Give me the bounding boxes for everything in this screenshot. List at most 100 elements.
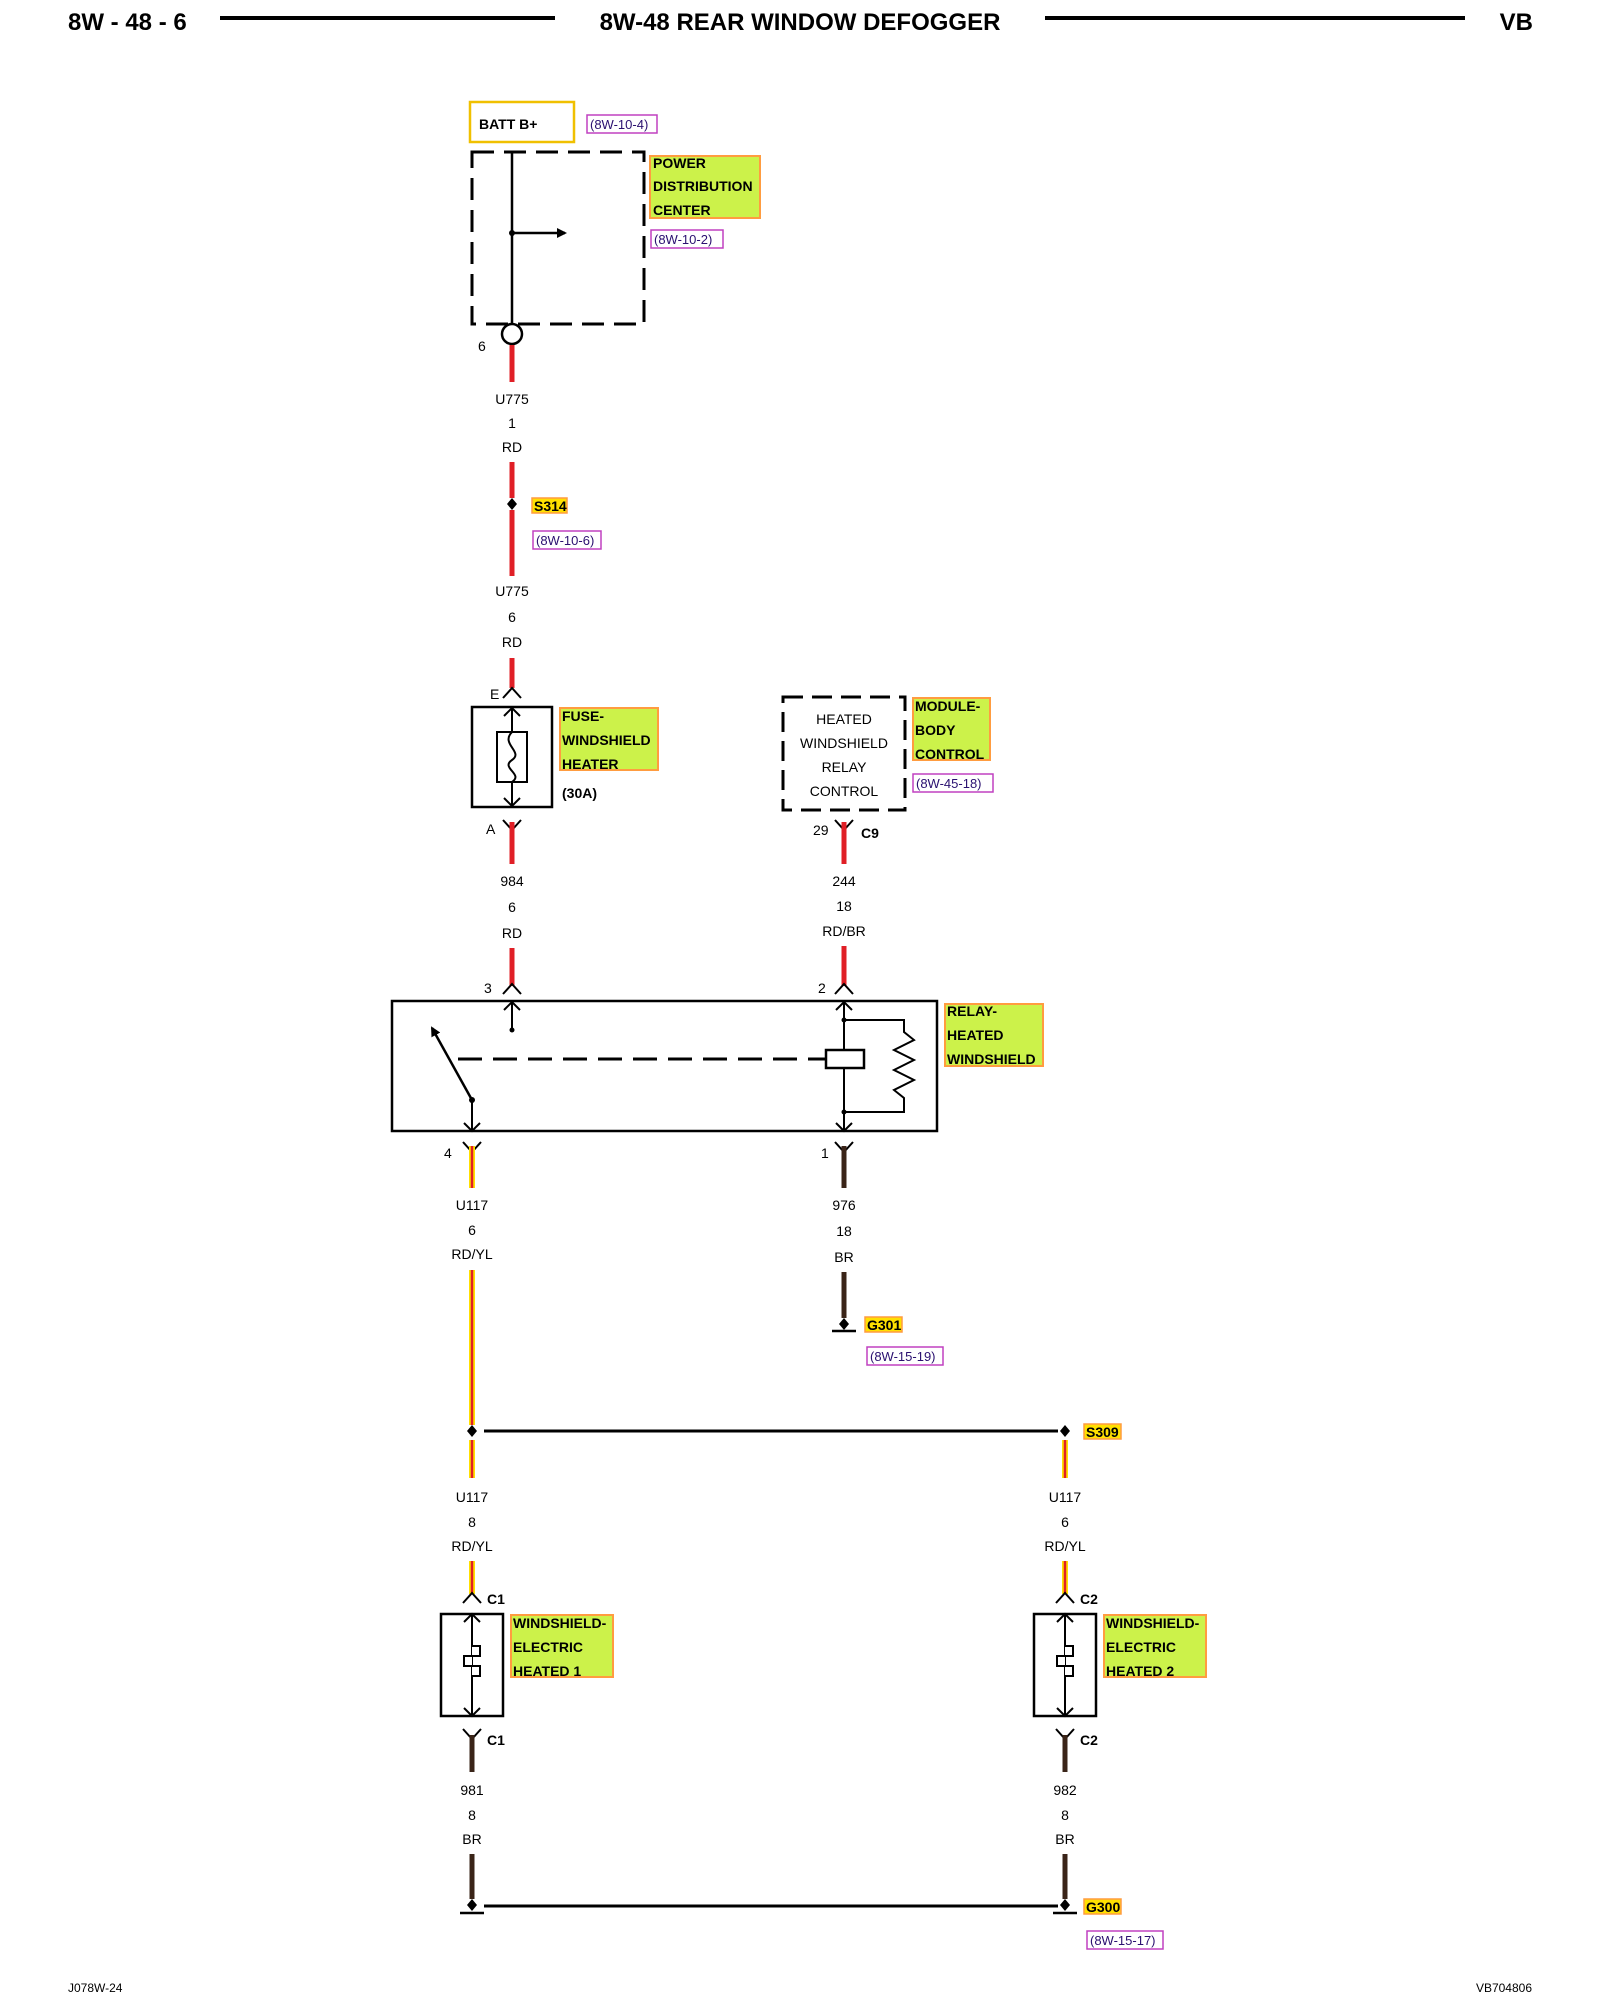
wire-color: BR	[834, 1249, 853, 1265]
splice-icon	[467, 1425, 477, 1437]
batt-box	[468, 100, 576, 144]
wire-color: RD/YL	[451, 1538, 492, 1554]
wire-244: 244 18 RD/BR	[822, 822, 866, 995]
fuse-label-line2: WINDSHIELD	[562, 732, 651, 748]
ground-node-icon	[1060, 1899, 1070, 1911]
relay-heated-windshield: 3 2 RELAY- HEATED WINDSHIELD 4 1	[390, 980, 1044, 1161]
g300-label-box	[1083, 1898, 1122, 1915]
wire-color: BR	[462, 1831, 481, 1847]
wire-gauge: 8	[468, 1514, 476, 1530]
s314-ref: (8W-10-6)	[536, 533, 594, 548]
g301-label-box	[864, 1316, 903, 1333]
wire-circuit: 984	[500, 873, 524, 889]
ws2-conn-bottom: C2	[1080, 1732, 1098, 1748]
bcm-label-line2: BODY	[915, 722, 956, 738]
pdc-ref: (8W-10-2)	[654, 232, 712, 247]
relay-label-box	[944, 1003, 1044, 1067]
ws1-label-line2: ELECTRIC	[513, 1639, 583, 1655]
fuse-windshield-heater: E FUSE- WINDSHIELD HEATER (30A) A	[470, 686, 659, 837]
ws2-label-line2: ELECTRIC	[1106, 1639, 1176, 1655]
s314-label-box	[531, 497, 568, 514]
fuse-label-line1: FUSE-	[562, 708, 604, 724]
fuse-lead-bottom-icon	[503, 797, 521, 808]
s309-label: S309	[1086, 1424, 1119, 1440]
ws2-label-line3: HEATED 2	[1106, 1663, 1174, 1679]
connector-female-icon	[834, 982, 854, 995]
fuse-pin-bottom: A	[486, 821, 496, 837]
relay-pin-3: 3	[484, 980, 492, 996]
wire-u117-6-a: U117 6 RD/YL	[451, 1146, 493, 1425]
fuse-rating: (30A)	[562, 785, 597, 801]
relay-suppression-resistor-icon	[844, 1019, 917, 1113]
wire-circuit: 976	[832, 1197, 856, 1213]
pdc-label-box	[649, 155, 761, 219]
page-title: 8W-48 REAR WINDOW DEFOGGER	[600, 9, 1001, 36]
wire-gauge: 6	[1061, 1514, 1069, 1530]
fuse-lead-top-icon	[503, 706, 521, 717]
pdc-label-line1: POWER	[653, 155, 706, 171]
bcm-ref: (8W-45-18)	[916, 776, 982, 791]
wire-circuit: U775	[495, 583, 529, 599]
page-code: 8W - 48 - 6	[68, 9, 187, 36]
fuse-label-line3: HEATER	[562, 756, 619, 772]
relay-pin-2: 2	[818, 980, 826, 996]
ground-g300: G300 (8W-15-17)	[460, 1898, 1164, 1950]
relay-lead-arrow-icon	[835, 1122, 853, 1133]
page-footer: J078W-24 VB704806	[68, 1981, 1532, 1995]
relay-label-line2: HEATED	[947, 1027, 1004, 1043]
ws1-conn-bottom: C1	[487, 1732, 505, 1748]
g301-ref: (8W-15-19)	[870, 1349, 936, 1364]
bcm-inner-line4: CONTROL	[810, 783, 879, 799]
ground-g301: G301 (8W-15-19)	[832, 1316, 944, 1366]
wire-color: RD/BR	[822, 923, 866, 939]
windshield-electric-heated-2: C2 WINDSHIELD- ELECTRIC HEATED 2 C2	[1032, 1591, 1207, 1748]
g300-ref: (8W-15-17)	[1090, 1933, 1156, 1948]
pdc-label-line2: DISTRIBUTION	[653, 178, 753, 194]
power-distribution-center: 6 POWER DISTRIBUTION CENTER (8W-10-2)	[470, 150, 761, 354]
ground-node-icon	[467, 1899, 477, 1911]
s309-label-box	[1083, 1423, 1122, 1440]
relay-switch-blade-icon	[430, 1026, 474, 1101]
wire-circuit: U117	[1049, 1489, 1082, 1505]
bcm-label-box	[912, 697, 991, 761]
wire-982: 982 8 BR	[1053, 1735, 1077, 1899]
wire-gauge: 8	[468, 1807, 476, 1823]
g300-ref-box	[1086, 1930, 1164, 1950]
wire-circuit: 982	[1053, 1782, 1077, 1798]
wire-984: 984 6 RD	[500, 822, 524, 995]
wire-circuit: 981	[460, 1782, 484, 1798]
ws1-conn-top: C1	[487, 1591, 505, 1607]
ws2-label-box	[1103, 1614, 1207, 1678]
wire-981: 981 8 BR	[460, 1735, 484, 1899]
wire-color: RD/YL	[1044, 1538, 1085, 1554]
bcm-label-line1: MODULE-	[915, 698, 981, 714]
bcm-ref-box	[912, 773, 994, 793]
connector-female-icon	[1055, 1591, 1075, 1604]
wire-gauge: 6	[508, 899, 516, 915]
wire-gauge: 18	[836, 1223, 852, 1239]
relay-label-line1: RELAY-	[947, 1003, 997, 1019]
relay-coil-icon	[824, 1048, 866, 1070]
g301-ref-box	[866, 1346, 944, 1366]
wire-gauge: 18	[836, 898, 852, 914]
heater-element-icon	[1056, 1645, 1074, 1677]
pdc-ref-box	[650, 229, 724, 249]
connector-female-icon	[462, 1591, 482, 1604]
pdc-outline	[470, 150, 646, 326]
fuse-pin-top: E	[490, 686, 499, 702]
ws1-lead-arrow-icon	[463, 1612, 481, 1623]
wire-gauge: 6	[508, 609, 516, 625]
bcm-connector: C9	[861, 825, 879, 841]
pdc-terminal	[500, 322, 524, 346]
relay-pin-4: 4	[444, 1145, 452, 1161]
wire-color: RD	[502, 634, 522, 650]
pdc-label-line3: CENTER	[653, 202, 711, 218]
wire-color: RD	[502, 439, 522, 455]
g301-label: G301	[867, 1317, 901, 1333]
wire-circuit: U117	[456, 1489, 489, 1505]
page-header: 8W - 48 - 6 8W-48 REAR WINDOW DEFOGGER V…	[68, 9, 1533, 36]
fuse-label-box	[559, 707, 659, 771]
relay-lead-arrow-icon	[503, 1000, 521, 1011]
g300-label: G300	[1086, 1899, 1120, 1915]
